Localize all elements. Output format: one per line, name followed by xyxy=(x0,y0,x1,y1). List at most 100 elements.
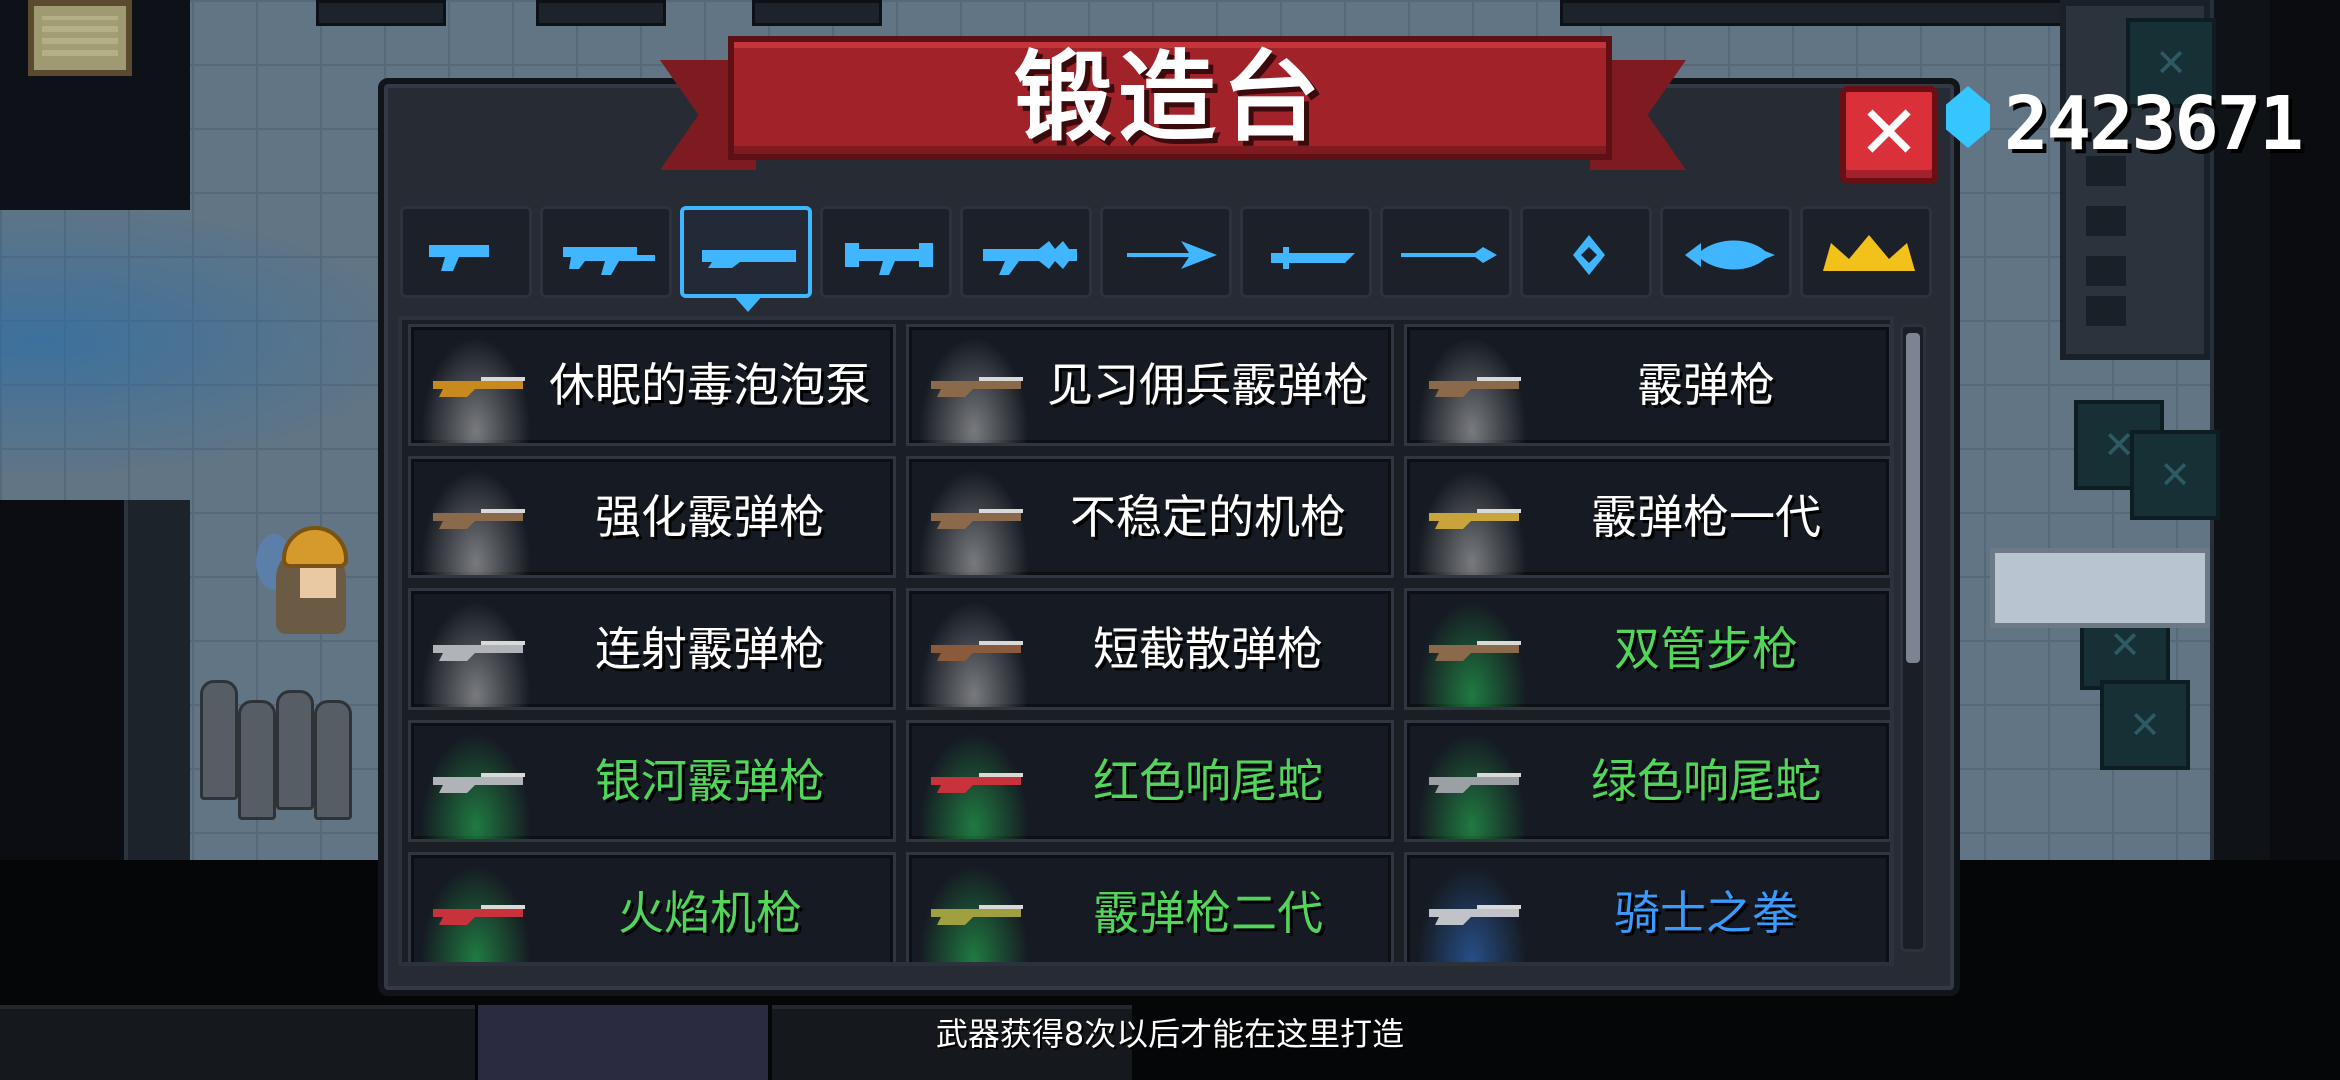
weapon-icon xyxy=(931,905,1023,925)
bottom-ledge xyxy=(0,1005,475,1080)
weapon-icon xyxy=(931,641,1023,661)
weapon-name: 霰弹枪一代 xyxy=(1591,490,1821,544)
weapon-item[interactable]: 休眠的毒泡泡泵 xyxy=(408,324,896,446)
weapon-grid: 休眠的毒泡泡泵见习佣兵霰弹枪 霰弹枪强化霰弹枪 不稳定的机枪 霰弹枪一代连射霰弹枪 短截… xyxy=(398,316,1894,966)
weapon-icon xyxy=(433,905,525,925)
sword-icon xyxy=(1271,247,1355,269)
wall-edge-right xyxy=(2270,0,2340,860)
weapon-item[interactable]: 双管步枪 xyxy=(1404,588,1890,710)
rarity-glow xyxy=(421,733,531,839)
rarity-glow xyxy=(1417,601,1527,707)
wall-block xyxy=(316,0,446,26)
rarity-glow xyxy=(1417,337,1527,443)
rarity-glow xyxy=(919,733,1029,839)
weapon-item[interactable]: 骑士之拳 xyxy=(1404,852,1890,962)
rarity-glow xyxy=(421,469,531,575)
workbench xyxy=(1990,548,2210,628)
shotgun-icon xyxy=(702,250,796,268)
panel-title: 锻造台 xyxy=(1013,41,1326,155)
wall-block xyxy=(1560,0,2080,26)
weapon-icon xyxy=(931,509,1023,529)
staff-icon xyxy=(1573,235,1605,275)
category-tab-sword[interactable] xyxy=(1240,206,1372,298)
crate xyxy=(2100,680,2190,770)
rarity-glow xyxy=(1417,469,1527,575)
weapon-icon xyxy=(433,509,525,529)
close-icon: ✕ xyxy=(1857,90,1920,176)
weapon-item[interactable]: 银河霰弹枪 xyxy=(408,720,896,842)
weapon-name: 绿色响尾蛇 xyxy=(1591,754,1821,808)
weapon-name: 霰弹枪二代 xyxy=(1093,886,1323,940)
category-tab-bow[interactable] xyxy=(1100,206,1232,298)
gas-cylinder xyxy=(238,700,276,820)
category-tab-staff[interactable] xyxy=(1520,206,1652,298)
gas-cylinder xyxy=(276,690,314,810)
category-tab-shotgun[interactable] xyxy=(680,206,812,298)
weapon-icon xyxy=(1429,773,1521,793)
weapon-name: 休眠的毒泡泡泵 xyxy=(549,358,871,412)
wall-block xyxy=(752,0,882,26)
weapon-item[interactable]: 连射霰弹枪 xyxy=(408,588,896,710)
weapon-name: 霰弹枪 xyxy=(1637,358,1775,412)
weapon-item[interactable]: 强化霰弹枪 xyxy=(408,456,896,578)
weapon-icon xyxy=(1429,641,1521,661)
category-tab-crown[interactable] xyxy=(1800,206,1932,298)
weapon-icon xyxy=(1429,509,1521,529)
weapon-item[interactable]: 霰弹枪一代 xyxy=(1404,456,1890,578)
rarity-glow xyxy=(919,337,1029,443)
gas-cylinder xyxy=(314,700,352,820)
crate xyxy=(2130,430,2220,520)
category-tab-laser-gun[interactable] xyxy=(960,206,1092,298)
forge-hint-text: 武器获得8次以后才能在这里打造 xyxy=(935,1015,1405,1053)
weapon-item[interactable]: 红色响尾蛇 xyxy=(906,720,1394,842)
rifle-icon xyxy=(563,247,655,275)
weapon-name: 双管步枪 xyxy=(1614,622,1798,676)
weapon-name: 银河霰弹枪 xyxy=(595,754,825,808)
category-tab-fish[interactable] xyxy=(1660,206,1792,298)
close-button[interactable]: ✕ xyxy=(1840,86,1938,184)
category-tab-spear[interactable] xyxy=(1380,206,1512,298)
rarity-glow xyxy=(919,469,1029,575)
category-tab-launcher[interactable] xyxy=(820,206,952,298)
weapon-item[interactable]: 霰弹枪二代 xyxy=(906,852,1394,962)
notice-board xyxy=(28,0,132,76)
weapon-name: 连射霰弹枪 xyxy=(595,622,825,676)
weapon-item[interactable]: 绿色响尾蛇 xyxy=(1404,720,1890,842)
weapon-grid-scrollbar[interactable] xyxy=(1900,324,1926,952)
weapon-icon xyxy=(931,773,1023,793)
weapon-name: 火焰机枪 xyxy=(618,886,802,940)
laser-gun-icon xyxy=(983,241,1077,275)
weapon-name: 红色响尾蛇 xyxy=(1093,754,1323,808)
weapon-name: 强化霰弹枪 xyxy=(595,490,825,544)
crown-icon xyxy=(1823,235,1915,271)
fish-icon xyxy=(1685,240,1775,270)
rarity-glow xyxy=(919,601,1029,707)
player-character xyxy=(248,512,368,642)
weapon-category-tabs xyxy=(400,206,1940,298)
wall-pillar xyxy=(124,500,190,860)
weapon-icon xyxy=(1429,905,1521,925)
weapon-item[interactable]: 见习佣兵霰弹枪 xyxy=(906,324,1394,446)
gem-count: 2423671 xyxy=(2004,81,2304,167)
rarity-glow xyxy=(421,337,531,443)
weapon-item[interactable]: 不稳定的机枪 xyxy=(906,456,1394,578)
weapon-name: 骑士之拳 xyxy=(1614,886,1798,940)
bottom-ledge xyxy=(478,1005,768,1080)
category-tab-pistol[interactable] xyxy=(400,206,532,298)
rarity-glow xyxy=(1417,733,1527,839)
scrollbar-thumb[interactable] xyxy=(1906,333,1920,663)
weapon-item[interactable]: 短截散弹枪 xyxy=(906,588,1394,710)
weapon-icon xyxy=(433,773,525,793)
weapon-item[interactable]: 火焰机枪 xyxy=(408,852,896,962)
pistol-icon xyxy=(429,245,489,271)
title-banner: 锻造台 xyxy=(728,36,1612,160)
launcher-icon xyxy=(845,243,933,275)
weapon-name: 不稳定的机枪 xyxy=(1070,490,1346,544)
wall-block xyxy=(536,0,666,26)
bow-icon xyxy=(1127,241,1217,269)
weapon-icon xyxy=(433,641,525,661)
category-tab-rifle[interactable] xyxy=(540,206,672,298)
bottom-ledge xyxy=(772,1005,1132,1080)
gas-cylinder xyxy=(200,680,238,800)
weapon-item[interactable]: 霰弹枪 xyxy=(1404,324,1890,446)
